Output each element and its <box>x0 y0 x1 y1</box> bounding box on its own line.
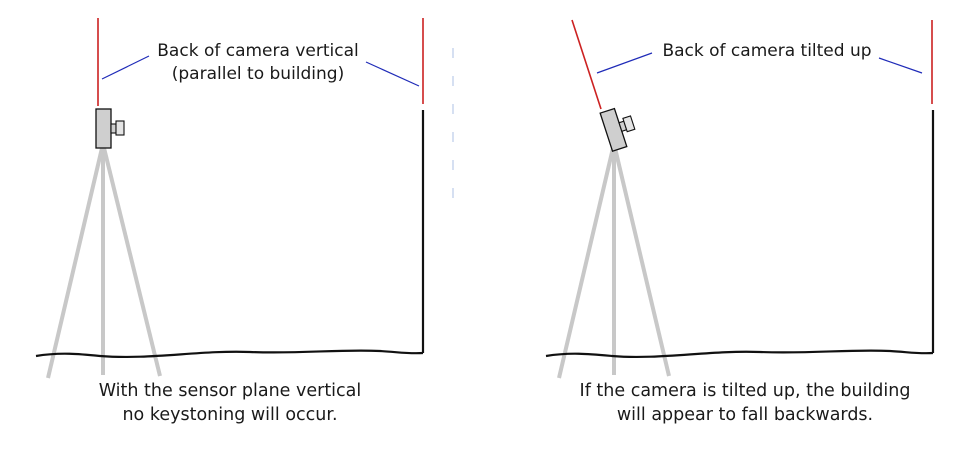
right-leader-line-camera <box>596 52 653 74</box>
right-top-label: Back of camera tilted up <box>662 41 872 61</box>
right-camera <box>599 107 636 153</box>
left-tripod-leg-right <box>102 147 162 377</box>
right-camera-plane-line <box>571 19 602 110</box>
left-caption-line2: no keystoning will occur. <box>122 405 338 425</box>
left-top-label-line2: (parallel to building) <box>171 64 345 84</box>
left-tripod-leg-left <box>46 147 104 379</box>
left-camera-grip <box>110 123 117 134</box>
left-top-label-line1: Back of camera vertical <box>157 41 359 61</box>
right-leader-line-building <box>878 57 923 74</box>
right-tripod-leg-right <box>613 147 671 377</box>
left-leader-line-building <box>365 61 420 87</box>
right-tripod <box>557 147 671 379</box>
right-panel <box>545 19 935 379</box>
right-caption-line1: If the camera is tilted up, the building <box>579 381 911 401</box>
right-ground <box>545 349 934 359</box>
left-panel <box>35 18 454 379</box>
right-caption-line2: will appear to fall backwards. <box>616 405 874 425</box>
left-caption-line1: With the sensor plane vertical <box>98 381 362 401</box>
left-camera-lens <box>115 120 125 136</box>
left-ground <box>35 349 424 359</box>
right-tripod-leg-left <box>557 147 615 379</box>
right-camera-lens <box>622 115 636 133</box>
left-tripod <box>46 147 162 379</box>
left-camera <box>95 108 125 149</box>
left-leader-line-camera <box>101 55 150 80</box>
left-camera-body <box>95 108 112 149</box>
